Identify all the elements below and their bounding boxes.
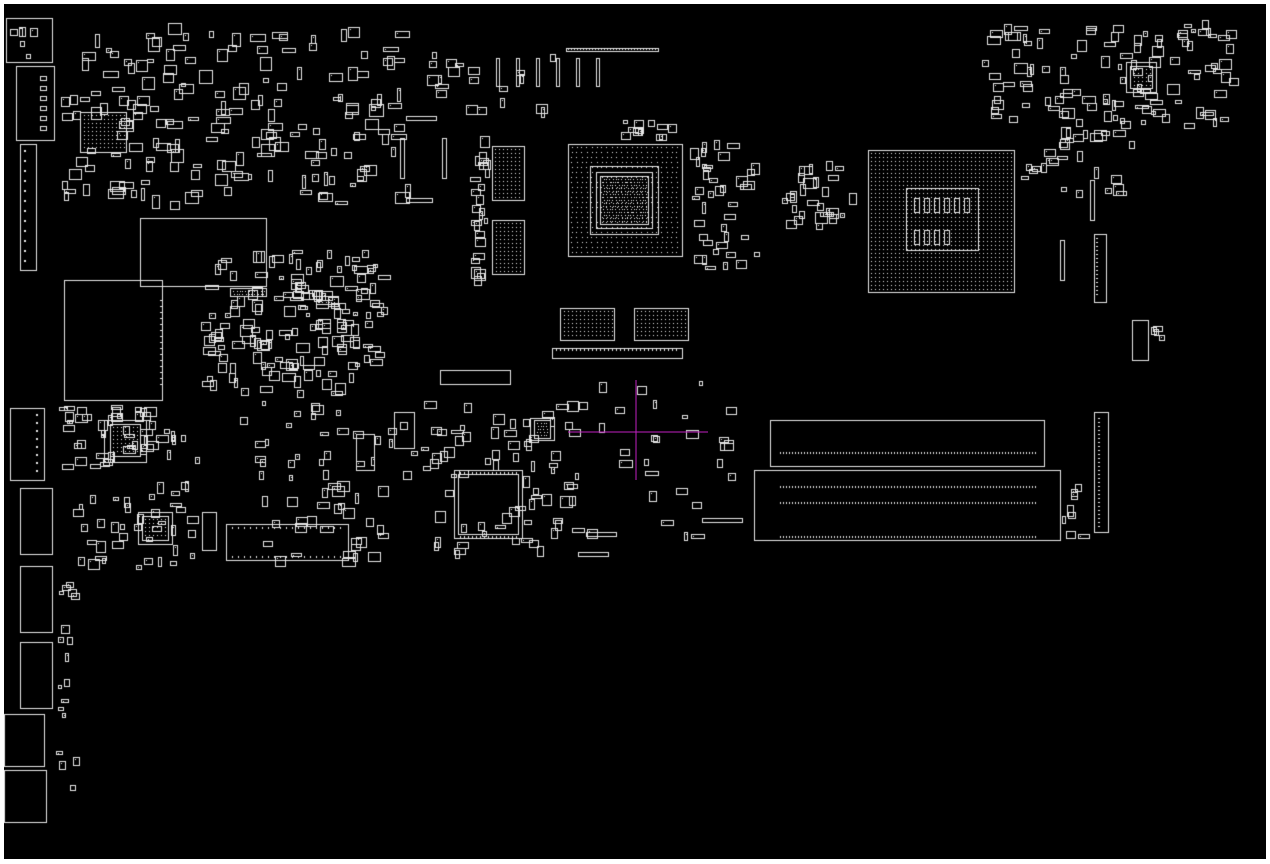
pcb-layout-canvas[interactable] — [4, 4, 1266, 859]
